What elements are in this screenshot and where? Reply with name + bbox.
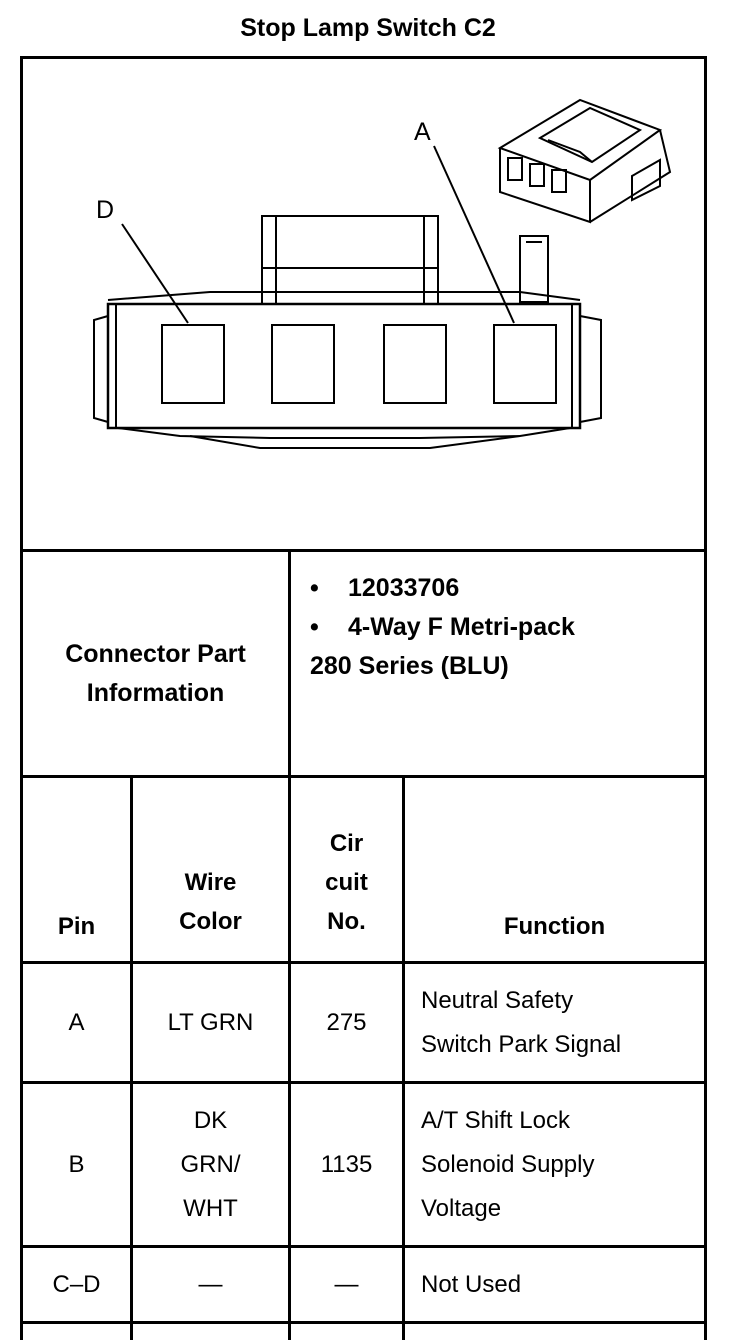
connector-3d-icon: [497, 98, 672, 224]
function-line: Neutral Safety: [421, 986, 574, 1014]
divider-row-a-bottom: [20, 1081, 707, 1084]
function-line: Switch Park Signal: [421, 1030, 622, 1058]
header-function-text: Function: [503, 913, 606, 940]
pin-cavity-d: [161, 324, 225, 404]
pin-a-callout: A: [414, 118, 431, 146]
header-circuit-line: Cir: [329, 830, 364, 857]
divider-row-b-bottom: [20, 1245, 707, 1248]
pin-cavity-a: [493, 324, 557, 404]
frame-left-border: [20, 56, 23, 1340]
connector-body: [106, 302, 582, 430]
table-row-cd-function: Not Used: [421, 1270, 522, 1298]
column-divider-3: [402, 775, 405, 1340]
column-divider-2: [288, 775, 291, 1340]
bullet-glyph: •: [310, 574, 319, 602]
table-row-a-wire-color: LT GRN: [167, 1008, 254, 1036]
connector-info-extra: 280 Series (BLU): [310, 652, 509, 680]
function-line: Voltage: [421, 1194, 502, 1222]
wire-color-line: WHT: [183, 1194, 238, 1222]
divider-info-vertical: [288, 549, 291, 777]
table-row-a-circuit: 275: [326, 1008, 367, 1036]
connector-info-label: Connector Part Information: [23, 552, 288, 775]
frame-bottom-border: [20, 1321, 707, 1324]
connector-diagram: A D: [93, 98, 672, 449]
table-row-cd-pin: C–D: [52, 1270, 101, 1298]
header-circuit: Cir cuit No.: [291, 778, 402, 961]
table-row-cd-circuit: —: [334, 1270, 359, 1298]
connector-latch: [261, 215, 439, 305]
connector-info-label-line1: Connector Part: [65, 639, 246, 668]
column-divider-1: [130, 775, 133, 1340]
header-wire-color-line: Wire: [184, 869, 237, 896]
frame-top-border: [20, 56, 707, 59]
connector-part-number: 12033706: [348, 574, 460, 602]
header-function: Function: [405, 778, 704, 961]
table-row-a-pin: A: [68, 1008, 85, 1036]
header-circuit-line: No.: [327, 908, 366, 935]
connector-info-item: • 12033706: [310, 572, 575, 611]
wire-color-line: DK: [193, 1106, 228, 1134]
bullet-glyph: •: [310, 613, 319, 641]
connector-info-label-line2: Information: [86, 678, 225, 707]
header-pin: Pin: [23, 778, 130, 961]
divider-header-bottom: [20, 961, 707, 964]
table-row-cd-wire-color: —: [198, 1270, 223, 1298]
connector-type: 4-Way F Metri-pack: [348, 613, 575, 641]
pin-d-callout: D: [96, 196, 114, 224]
header-circuit-line: cuit: [325, 869, 368, 896]
table-row-a-function: Neutral Safety Switch Park Signal: [405, 964, 704, 1081]
pin-cavity-c: [271, 324, 335, 404]
divider-diagram-bottom: [20, 549, 707, 552]
function-line: A/T Shift Lock: [421, 1106, 570, 1134]
divider-info-bottom: [20, 775, 707, 778]
pin-cavity-b: [383, 324, 447, 404]
table-row-b-function: A/T Shift Lock Solenoid Supply Voltage: [405, 1084, 704, 1245]
connector-info-item: • 4-Way F Metri-pack: [310, 611, 575, 650]
page-title: Stop Lamp Switch C2: [240, 14, 496, 42]
wire-color-line: GRN/: [180, 1150, 241, 1178]
header-wire-color: Wire Color: [133, 778, 288, 961]
frame-right-border: [704, 56, 707, 1340]
function-line: Solenoid Supply: [421, 1150, 595, 1178]
connector-info-list: • 12033706 • 4-Way F Metri-pack 280 Series…: [310, 572, 575, 689]
table-row-b-wire-color: DK GRN/ WHT: [133, 1084, 288, 1245]
header-pin-text: Pin: [57, 913, 96, 940]
header-wire-color-line: Color: [179, 908, 242, 935]
table-row-b-circuit: 1135: [320, 1150, 373, 1178]
table-row-b-pin: B: [68, 1150, 85, 1178]
